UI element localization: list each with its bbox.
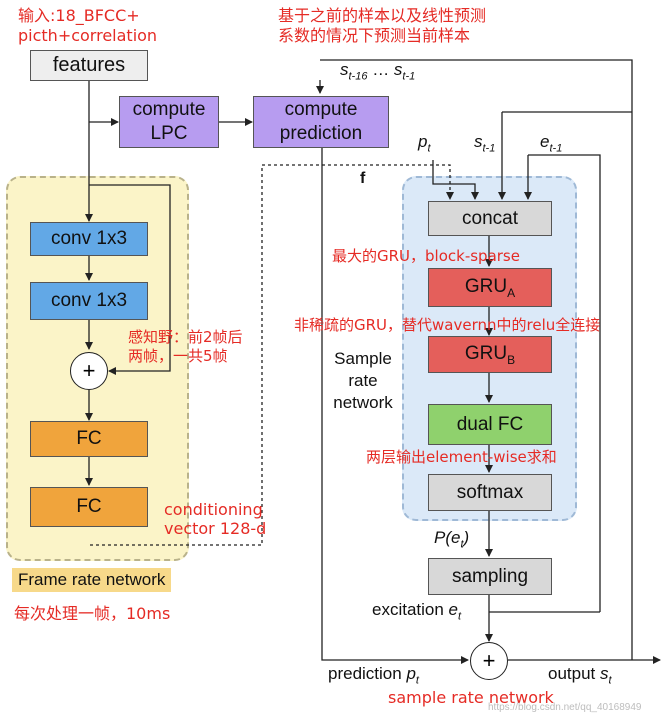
softmax-label: softmax [456, 481, 524, 503]
gru-b-label: GRUB [464, 342, 516, 367]
concat-label: concat [462, 207, 518, 229]
sample-rate-annotation: sample rate network [388, 688, 554, 707]
prediction-annotation: 基于之前的样本以及线性预测 系数的情况下预测当前样本 [278, 6, 487, 45]
output-adder: + [470, 642, 508, 680]
compute-lpc-label-2: LPC [150, 123, 188, 144]
features-label: features [52, 54, 126, 76]
compute-prediction-box: compute prediction [253, 96, 389, 148]
sample-rate-network-label: Sample rate network [333, 349, 393, 412]
compute-lpc-box: compute LPC [119, 96, 219, 148]
s-prev-label: st-1 [474, 132, 496, 155]
sampling-label: sampling [451, 565, 529, 587]
fc-first-label: FC [76, 428, 102, 449]
output-label: output st [548, 664, 612, 687]
gru-a-subscript: A [507, 285, 516, 300]
prediction-label: prediction pt [328, 664, 419, 687]
gru-a-label: GRUA [464, 275, 516, 300]
sampling-box: sampling [428, 558, 552, 595]
frame-adder-plus: + [82, 358, 96, 383]
gru-b-box: GRUB [428, 336, 552, 373]
compute-lpc-label-1: compute [132, 99, 206, 120]
conditioning-annotation: conditioning vector 128-d [164, 500, 267, 538]
conv-1x3-second-label: conv 1x3 [50, 290, 128, 311]
gru-b-subscript: B [507, 352, 516, 367]
sample-history-label: st-16 … st-1 [340, 60, 416, 83]
p-e-label: P(et) [434, 528, 470, 551]
e-prev-label: et-1 [540, 132, 563, 155]
frame-adder: + [70, 352, 108, 390]
conv-1x3-first-label: conv 1x3 [50, 228, 128, 249]
features-box: features [30, 50, 148, 81]
compute-prediction-label-1: compute [284, 99, 358, 120]
f-label: f [360, 170, 366, 187]
conv-1x3-first: conv 1x3 [30, 222, 148, 256]
gru-a-box: GRUA [428, 268, 552, 307]
concat-box: concat [428, 201, 552, 236]
watermark: https://blog.csdn.net/qq_40168949 [488, 702, 642, 713]
gru-b-annotation: 非稀疏的GRU，替代wavernn中的relu全连接 [294, 316, 601, 334]
output-adder-plus: + [482, 648, 496, 673]
softmax-box: softmax [428, 474, 552, 511]
frame-note-annotation: 每次处理一帧，10ms [14, 604, 171, 623]
p-t-label: pt [418, 132, 431, 155]
compute-prediction-label-2: prediction [279, 123, 363, 144]
frame-rate-title: Frame rate network [12, 568, 172, 592]
input-annotation: 输入:18_BFCC+ picth+correlation [18, 6, 158, 45]
receptive-field-annotation: 感知野：前2帧后 两帧，一共5帧 [128, 328, 243, 365]
fc-second: FC [30, 487, 148, 527]
excitation-label: excitation et [372, 600, 462, 623]
conv-1x3-second: conv 1x3 [30, 282, 148, 320]
dual-fc-label: dual FC [456, 413, 524, 435]
fc-second-label: FC [76, 496, 102, 517]
fc-first: FC [30, 421, 148, 457]
dual-fc-box: dual FC [428, 404, 552, 445]
gru-a-annotation: 最大的GRU，block-sparse [332, 247, 520, 265]
dual-fc-annotation: 两层输出element-wise求和 [366, 448, 557, 466]
